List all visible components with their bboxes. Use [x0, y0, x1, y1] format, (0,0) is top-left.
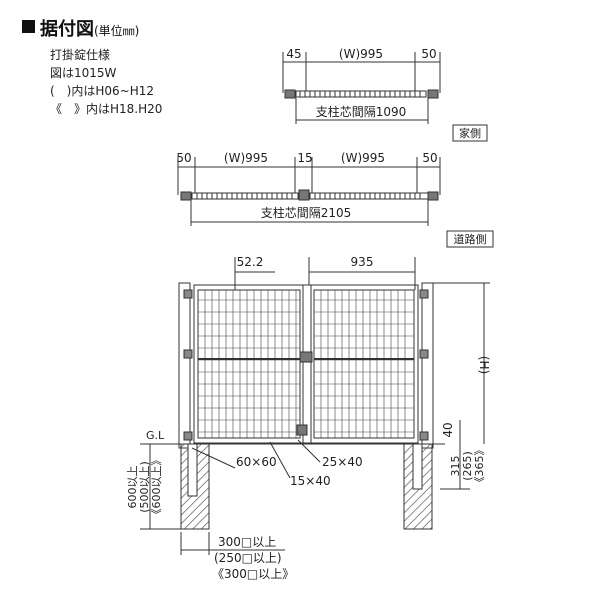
- gl-label: G.L: [146, 429, 165, 442]
- double-dim-post-span: 支柱芯間隔2105: [261, 205, 352, 220]
- single-dim-left: 45: [286, 47, 301, 61]
- note-h06-h12: ( )内はH06~H12: [50, 84, 155, 98]
- embed-right-2: (265): [461, 451, 474, 481]
- single-dim-post-span: 支柱芯間隔1090: [316, 104, 407, 119]
- frame-size-a-label: 25×40: [322, 455, 363, 469]
- front-view: [140, 257, 490, 555]
- embed-right-3: 《365》: [473, 445, 486, 488]
- embed-left-2: (500以上): [138, 461, 151, 513]
- embed-left-1: 600以上: [126, 466, 139, 509]
- double-dim-right: 50: [422, 151, 437, 165]
- dim-height: (H): [477, 356, 491, 374]
- foundation-2: (250□以上): [214, 551, 282, 565]
- label-house-side: 家側: [452, 124, 488, 142]
- dim-panel: 935: [351, 255, 374, 269]
- top-single-mesh: [299, 91, 421, 97]
- foundation-1: 300□以上: [218, 535, 276, 549]
- single-dim-width: (W)995: [339, 47, 383, 61]
- label-road-side: 道路側: [446, 230, 494, 248]
- single-dim-right: 50: [421, 47, 436, 61]
- label-house-side-text: 家側: [459, 126, 481, 140]
- double-dim-width-2: (W)995: [341, 151, 385, 165]
- unit-label: (単位㎜): [94, 24, 140, 38]
- note-lock-spec: 打掛錠仕様: [50, 48, 111, 62]
- double-dim-gap: 15: [297, 151, 312, 165]
- post-size-label: 60×60: [236, 455, 277, 469]
- top-view-double: [177, 157, 441, 226]
- double-dim-left: 50: [176, 151, 191, 165]
- title-text: 据付図: [40, 19, 94, 40]
- embed-right-1: 315: [449, 456, 462, 477]
- double-dim-width-1: (W)995: [224, 151, 268, 165]
- dim-clearance: 40: [441, 422, 455, 437]
- note-figure-size: 図は1015W: [50, 66, 117, 80]
- label-road-side-text: 道路側: [454, 232, 487, 246]
- page-title: 据付図(単位㎜): [40, 15, 139, 41]
- dim-offset: 52.2: [237, 255, 264, 269]
- frame-size-b-label: 15×40: [290, 474, 331, 488]
- embed-left-3: 《600以上》: [150, 455, 163, 520]
- top-double-mesh: [196, 193, 421, 199]
- top-view-single: [282, 52, 441, 124]
- note-h18-h20: 《 》内はH18.H20: [50, 102, 163, 116]
- foundation-3: 《300□以上》: [212, 567, 294, 581]
- title-square-icon: [22, 20, 35, 33]
